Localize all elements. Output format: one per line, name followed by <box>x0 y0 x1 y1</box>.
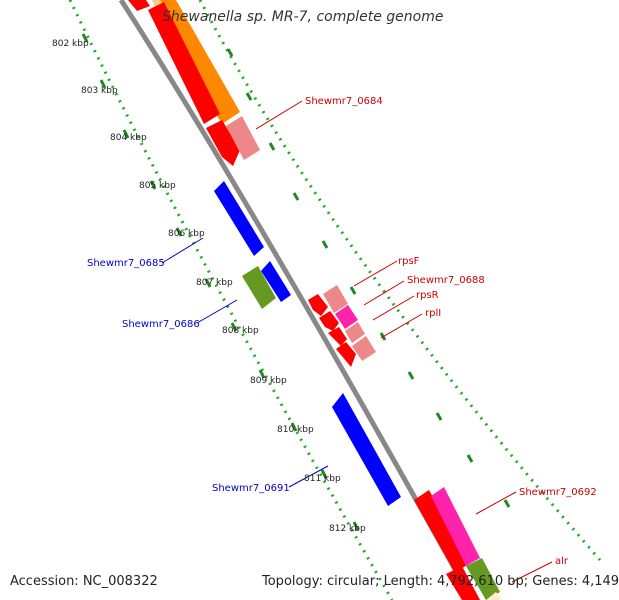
gene-label-rpsr[interactable]: rpsR <box>416 290 439 301</box>
gene-feature-f1[interactable] <box>128 0 150 11</box>
summary-text: Topology: circular; Length: 4,792,610 bp… <box>262 574 619 589</box>
kbp-label: 802 kbp <box>52 39 89 49</box>
kbp-label: 809 kbp <box>250 376 287 386</box>
gene-feature-f11a[interactable] <box>345 322 365 343</box>
kbp-label: 812 kbp <box>329 524 366 534</box>
kbp-label: 811 kbp <box>304 474 341 484</box>
accession-text: Accession: NC_008322 <box>10 574 158 589</box>
gene-feature-f15[interactable] <box>431 487 480 566</box>
gene-feature-f3[interactable] <box>226 116 260 160</box>
outer-tick-scale <box>198 0 602 561</box>
gene-feature-f10[interactable] <box>335 305 358 329</box>
gene-label-rpsf[interactable]: rpsF <box>398 256 420 267</box>
kbp-label: 808 kbp <box>222 326 259 336</box>
map-title: Shewanella sp. MR-7, complete genome <box>162 9 444 25</box>
gene-labels: Shewmr7_0684 Shewmr7_0685 Shewmr7_0686 r… <box>87 96 597 567</box>
gene-feature-f14[interactable] <box>414 490 470 573</box>
gene-feature-f4[interactable] <box>206 120 240 166</box>
kbp-labels: 802 kbp 803 kbp 804 kbp 805 kbp 806 kbp … <box>52 39 366 534</box>
gene-label-rpli[interactable]: rplI <box>425 308 441 319</box>
kbp-label: 804 kbp <box>110 133 147 143</box>
gene-label-shewmr7-0684[interactable]: Shewmr7_0684 <box>305 96 383 107</box>
kbp-label: 803 kbp <box>81 86 118 96</box>
genome-backbone <box>118 0 475 600</box>
label-leaders <box>161 100 553 583</box>
gene-label-shewmr7-0688[interactable]: Shewmr7_0688 <box>407 275 485 286</box>
gene-label-shewmr7-0692[interactable]: Shewmr7_0692 <box>519 487 597 498</box>
gene-feature-f6[interactable] <box>261 261 291 302</box>
gene-feature-f1b[interactable] <box>148 2 220 124</box>
genome-map: 802 kbp 803 kbp 804 kbp 805 kbp 806 kbp … <box>52 0 602 600</box>
gene-feature-f8a[interactable] <box>308 294 328 316</box>
gene-label-alr[interactable]: alr <box>555 556 569 567</box>
kbp-label: 810 kbp <box>277 425 314 435</box>
gene-feature-f8b[interactable] <box>319 311 339 331</box>
kbp-label: 807 kbp <box>196 278 233 288</box>
gene-feature-f8d[interactable] <box>336 342 356 367</box>
outer-major-ticks <box>226 48 511 508</box>
gene-feature-f11b[interactable] <box>352 336 376 361</box>
gene-feature-f13[interactable] <box>332 393 401 506</box>
kbp-label: 805 kbp <box>139 181 176 191</box>
gene-feature-f16[interactable] <box>466 558 500 600</box>
gene-label-shewmr7-0686[interactable]: Shewmr7_0686 <box>122 319 200 330</box>
inner-major-ticks <box>81 33 360 531</box>
gene-feature-f14b[interactable] <box>446 566 480 600</box>
gene-feature-f7[interactable] <box>242 266 276 309</box>
gene-feature-f9[interactable] <box>323 285 348 313</box>
gene-label-shewmr7-0691[interactable]: Shewmr7_0691 <box>212 483 290 494</box>
gene-feature-f16b[interactable] <box>486 592 502 600</box>
kbp-label: 806 kbp <box>168 229 205 239</box>
genome-map-panel: 802 kbp 803 kbp 804 kbp 805 kbp 806 kbp … <box>10 0 619 600</box>
gene-feature-f8c[interactable] <box>328 327 347 346</box>
gene-label-shewmr7-0685[interactable]: Shewmr7_0685 <box>87 258 165 269</box>
gene-feature-f5[interactable] <box>214 181 264 256</box>
